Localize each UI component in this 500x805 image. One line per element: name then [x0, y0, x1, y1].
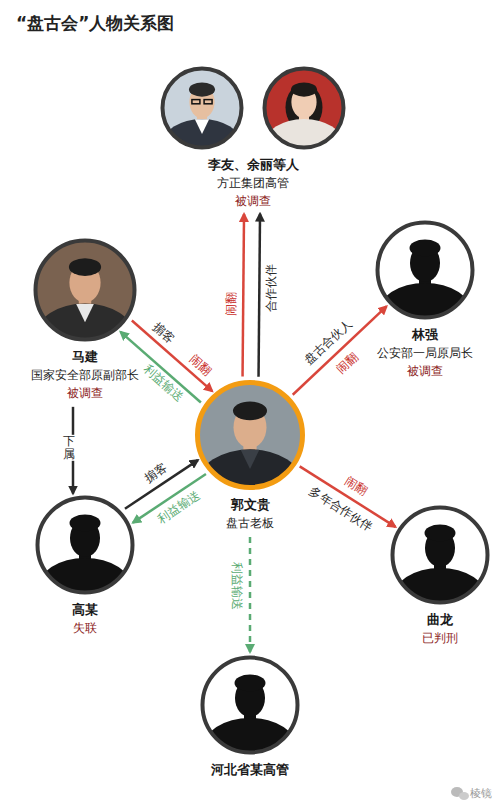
portrait [195, 380, 305, 490]
portrait [35, 495, 135, 595]
person-role: 盘古老板 [226, 514, 274, 532]
relation-label: 利益输送 [230, 561, 244, 611]
watermark-icon [451, 787, 469, 800]
person-node: 高某失联 [35, 495, 135, 637]
relation-arrow [243, 214, 244, 377]
portrait [375, 220, 475, 320]
person-node: 马建国家安全部原副部长被调查 [31, 238, 139, 402]
person-role: 公安部一局原局长 [377, 344, 473, 362]
person-role: 方正集团高管 [217, 174, 289, 192]
relation-arrow [293, 306, 387, 394]
person-status: 被调查 [407, 362, 443, 380]
portrait [160, 66, 244, 150]
relation-label: 下属 [62, 435, 76, 461]
person-name: 曲龙 [427, 611, 453, 629]
person-name: 河北省某高管 [211, 761, 289, 779]
person-node: 曲龙已判刑 [390, 505, 490, 647]
relation-arrow [259, 214, 260, 377]
person-status: 被调查 [235, 192, 271, 210]
relation-arrow [249, 537, 252, 652]
relation-label: 合作伙伴 [264, 263, 278, 313]
person-role: 国家安全部原副部长 [31, 366, 139, 384]
relation-label: 闹翻 [186, 351, 215, 379]
person-name: 郭文贵 [231, 496, 270, 514]
portrait [200, 655, 300, 755]
person-name: 林强 [412, 326, 438, 344]
portrait [262, 66, 346, 150]
chart-title: “盘古会”人物关系图 [16, 12, 174, 35]
person-status: 失联 [73, 619, 97, 637]
watermark: 棱镜 [470, 787, 492, 800]
relation-label: 掮客 [142, 460, 171, 486]
person-name: 李友、余丽等人 [208, 156, 299, 174]
person-name: 高某 [72, 601, 98, 619]
relation-label: 闹翻 [224, 291, 238, 317]
relation-arrow [121, 332, 201, 403]
person-name: 马建 [72, 348, 98, 366]
person-node: 河北省某高管 [200, 655, 300, 779]
portrait [33, 238, 137, 342]
relation-label: 掮客 [150, 319, 179, 347]
portrait [390, 505, 490, 605]
person-status: 已判刑 [422, 629, 458, 647]
person-node: 郭文贵盘古老板 [195, 380, 305, 532]
person-node: 林强公安部一局原局长被调查 [375, 220, 475, 380]
person-status: 被调查 [67, 384, 103, 402]
person-node: 李友、余丽等人方正集团高管被调查 [160, 66, 346, 210]
